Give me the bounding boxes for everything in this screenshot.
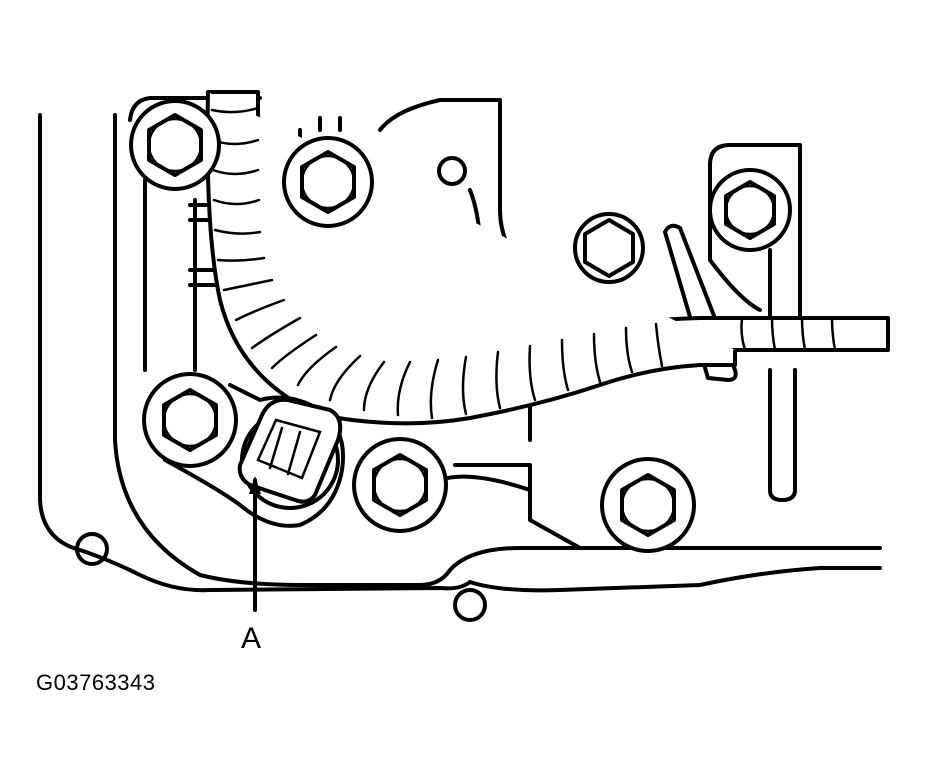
- sensor-connector: [163, 383, 345, 528]
- case-hole-left: [75, 532, 109, 566]
- case-hole-bottom: [453, 588, 487, 622]
- housing-outline: [38, 113, 882, 593]
- bracket-hole: [437, 156, 467, 186]
- left-pipe: [143, 178, 217, 372]
- bolt-lower-center: [352, 437, 448, 533]
- bolt-top-left: [129, 99, 221, 191]
- callout-arrowhead: [249, 476, 261, 494]
- figure-id: G03763343: [36, 670, 156, 695]
- bolt-lower-right: [600, 457, 696, 553]
- bolt-lower-left: [142, 372, 238, 468]
- bolt-top-center: [282, 136, 374, 228]
- callout-label-a: A: [241, 622, 261, 655]
- bolt-right-bracket: [708, 168, 792, 252]
- right-bracket: [708, 143, 802, 502]
- bolt-middle-right: [573, 212, 645, 284]
